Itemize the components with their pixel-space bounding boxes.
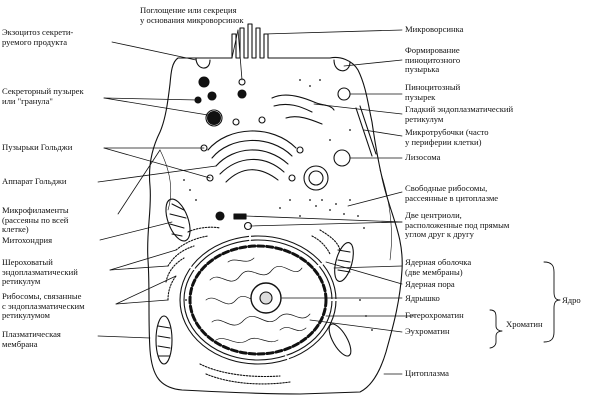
secretory-granule [237,89,247,99]
secretory-granule [198,76,210,88]
golgi-vesicle [296,146,304,154]
secretory-granule [207,91,217,101]
label-golgi: Аппарат Гольджи [2,176,67,186]
smooth-er [271,94,335,111]
rough-er [165,257,185,283]
microtubule [359,105,377,155]
mitochondrion [165,198,191,242]
label-uptake: Поглощение или секреция у основания микр… [140,5,244,25]
centriole [233,213,247,220]
lysosome [303,165,329,191]
label-mitochondrion: Митохондрия [2,235,53,245]
label-pinocytic-vesicle: Пиноцитозный пузырек [405,82,461,102]
label-er-ribosomes: Рибосомы, связанные с эндоплазматическим… [2,291,85,321]
rough-er [187,226,221,233]
golgi-cisterna [219,158,285,175]
label-nucleolus: Ядрышко [405,293,440,303]
label-secretory-vesicle: Секреторный пузырек или "гранула" [2,86,84,106]
euchromatin [205,257,311,343]
exocytosis-pocket [195,57,211,69]
centriole [215,211,225,221]
label-microfilaments: Микрофиламенты (рассеяны по всей клетке) [2,205,69,235]
golgi-cisterna [215,149,289,167]
rough-er [319,229,341,251]
free-ribosomes [183,79,373,331]
secretory-granule [207,111,221,125]
label-heterochromatin: Гетерохроматин [405,310,464,320]
label-pinocytic-forming: Формирование пиноцитозного пузырька [405,45,461,75]
rough-er [205,373,291,385]
rough-er [175,235,209,251]
golgi-cisterna [225,169,279,183]
pinocytic-forming [333,59,351,72]
leader-lines [97,29,415,375]
label-lysosome: Лизосома [405,152,441,162]
lysosome [333,149,351,167]
mitochondrion-cristae [169,203,187,237]
label-golgi-vesicles: Пузырьки Гольджи [2,142,73,152]
secretory-granule [205,109,223,127]
label-microtubules: Микротрубочки (часто у периферии клетки) [405,127,489,147]
smooth-er [285,116,323,125]
label-cytoplasm: Цитоплазма [405,368,449,378]
rough-er [167,275,177,301]
pinocytic-vesicle [337,87,351,101]
microtubule [355,107,373,157]
golgi-cisterna [207,130,297,151]
lysosome [308,170,324,186]
label-smooth-er: Гладкий эндоплазматический ретикулум [405,104,514,124]
mitochondrion-cristae [157,325,171,357]
label-nuclear-pore: Ядерная пора [405,279,455,289]
label-plasma-membrane: Плазматическая мембрана [2,329,61,349]
rough-er [199,363,281,378]
nucleolus-core [259,291,273,305]
rough-er [167,245,195,267]
mitochondrion [155,315,173,365]
golgi-vesicle [288,174,296,182]
plasma-membrane-outline [147,23,403,395]
rough-er [311,235,331,255]
smooth-er [273,103,313,113]
label-exocytosis: Экзоцитоз секрети- руемого продукта [2,27,74,47]
label-free-ribosomes: Свободные рибосомы, рассеянные в цитопла… [405,183,499,203]
golgi-vesicle [258,116,266,124]
label-chromatin: Хроматин [506,319,543,329]
mitochondrion [334,242,354,282]
mitochondrion-cristae [337,249,351,273]
mitochondrion [328,323,352,357]
nuclear-pore [187,233,339,363]
heterochromatin-rim [188,244,328,356]
golgi-cisterna [211,139,293,159]
golgi-vesicle [232,118,240,126]
label-rough-er: Шероховатый эндоплазматический ретикулум [2,257,78,287]
label-centrioles: Две центриоли, расположенные под прямым … [405,210,510,240]
label-euchromatin: Эухроматин [405,326,450,336]
chromatin-bracket [489,309,503,349]
label-nuclear-envelope: Ядерная оболочка (две мембраны) [405,257,472,277]
label-nucleus: Ядро [562,295,581,305]
nucleus-bracket [543,261,561,343]
label-microvillus: Микроворсинка [405,24,464,34]
microfilament [159,149,392,261]
golgi-vesicle [206,174,214,182]
